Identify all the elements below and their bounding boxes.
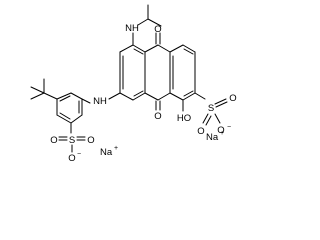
bond (205, 115, 212, 126)
bond (137, 18, 149, 26)
aromatic-inner-bond (183, 90, 194, 97)
structure-canvas: NH O O NH HO S O O O − (30, 4, 237, 164)
bond (119, 44, 134, 53)
bond (119, 92, 134, 101)
left-sulfonate-oxygen-minus: O (68, 153, 75, 164)
isopropyl-nh-label: NH (125, 23, 139, 34)
lower-benzene-ring (56, 92, 83, 124)
aromatic-inner-bond (133, 90, 144, 97)
right-sulfonate-oxygen-minus: O (217, 125, 224, 136)
right-sulfur-label: S (208, 103, 214, 114)
bond (132, 44, 146, 53)
bond (132, 92, 146, 101)
right-negative-charge: − (227, 124, 231, 131)
aromatic-inner-bond (59, 95, 71, 102)
bond (194, 92, 206, 100)
hydroxy-group: HO (177, 99, 191, 124)
left-sulfonyl-oxygen-2: O (50, 135, 57, 146)
bond (70, 92, 83, 100)
bond (56, 92, 72, 100)
aromatic-inner-bond (133, 48, 144, 55)
bottom-carbonyl-oxygen: O (154, 111, 161, 122)
bond (169, 44, 184, 53)
aromatic-inner-bond (59, 112, 71, 120)
sodium-counterion-left: Na + (100, 145, 118, 158)
bond (182, 92, 196, 101)
left-negative-charge: − (77, 151, 81, 158)
sodium-right-charge: + (220, 130, 224, 137)
left-sulfur-label: S (69, 135, 75, 146)
sodium-right-symbol: Na (206, 132, 219, 143)
sodium-left-charge: + (114, 145, 118, 152)
arylamino-linkage: NH (81, 92, 121, 107)
bond (30, 86, 45, 94)
isopropylamino-group: NH (125, 4, 162, 46)
bond (157, 44, 171, 53)
bond (81, 98, 91, 104)
bond (56, 114, 72, 124)
right-anthraquinone-ring (169, 44, 196, 101)
right-sulfonyl-oxygen-2: O (197, 126, 204, 137)
bond (182, 44, 196, 53)
hydroxy-label: HO (177, 113, 191, 124)
bond (30, 92, 45, 100)
left-sulfonyl-oxygen-1: O (87, 135, 94, 146)
bond (147, 18, 162, 27)
bond (43, 92, 58, 100)
bond (215, 101, 228, 108)
quinone-ring (144, 32, 171, 111)
bond (70, 114, 83, 124)
left-anthraquinone-ring (119, 44, 146, 101)
left-sulfonate-group: S O O O − (50, 122, 95, 164)
tert-butyl-group (30, 78, 58, 100)
sodium-left-symbol: Na (100, 147, 113, 158)
bond (144, 92, 159, 101)
right-sulfonate-group: S O O O − (194, 92, 237, 137)
sodium-counterion-right: Na + (206, 130, 224, 143)
anthraquinone-dye-structure: NH O O NH HO S O O O − (30, 4, 237, 164)
bond (214, 113, 221, 124)
arylamino-nh-label: NH (93, 96, 107, 107)
top-carbonyl-oxygen: O (154, 24, 161, 35)
bond (157, 92, 171, 101)
bond (202, 113, 209, 124)
bond (144, 44, 159, 53)
bond (214, 98, 227, 105)
aromatic-inner-bond (183, 48, 194, 55)
right-sulfonyl-oxygen-1: O (229, 93, 236, 104)
bond (108, 92, 121, 100)
bond (169, 92, 184, 101)
